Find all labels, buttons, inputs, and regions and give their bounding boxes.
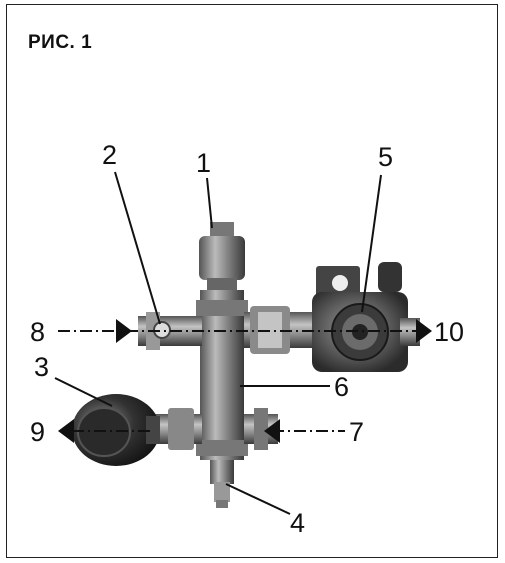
figure-title: РИС. 1 [28, 32, 93, 53]
leader-5 [361, 174, 382, 313]
callout-9: 9 [30, 417, 45, 447]
drain-fitting [210, 460, 234, 484]
air-vent-cap [210, 222, 234, 238]
collector-pipe [200, 290, 244, 460]
leader-lines [54, 171, 382, 515]
callout-6: 6 [334, 372, 349, 402]
callout-2: 2 [102, 140, 117, 170]
callout-7: 7 [349, 417, 364, 447]
flow-lines [58, 330, 420, 432]
callout-4: 4 [290, 508, 305, 538]
leader-4 [225, 483, 291, 515]
callout-3: 3 [34, 352, 49, 382]
flow-arrows [58, 319, 432, 443]
arrow-out-10 [416, 319, 432, 343]
callout-1: 1 [196, 148, 211, 178]
air-vent-body [199, 236, 245, 280]
figure-frame [6, 4, 498, 558]
arrow-in-8 [116, 319, 132, 343]
leader-2 [114, 171, 161, 325]
leader-3 [54, 377, 113, 407]
callout-10: 10 [434, 317, 464, 347]
callout-8: 8 [30, 317, 45, 347]
callout-labels: 1 2 3 4 5 6 7 8 9 10 [30, 140, 464, 538]
callout-5: 5 [378, 142, 393, 172]
arrow-in-7 [264, 419, 280, 443]
arrow-out-9 [58, 419, 74, 443]
leader-1 [206, 177, 213, 229]
